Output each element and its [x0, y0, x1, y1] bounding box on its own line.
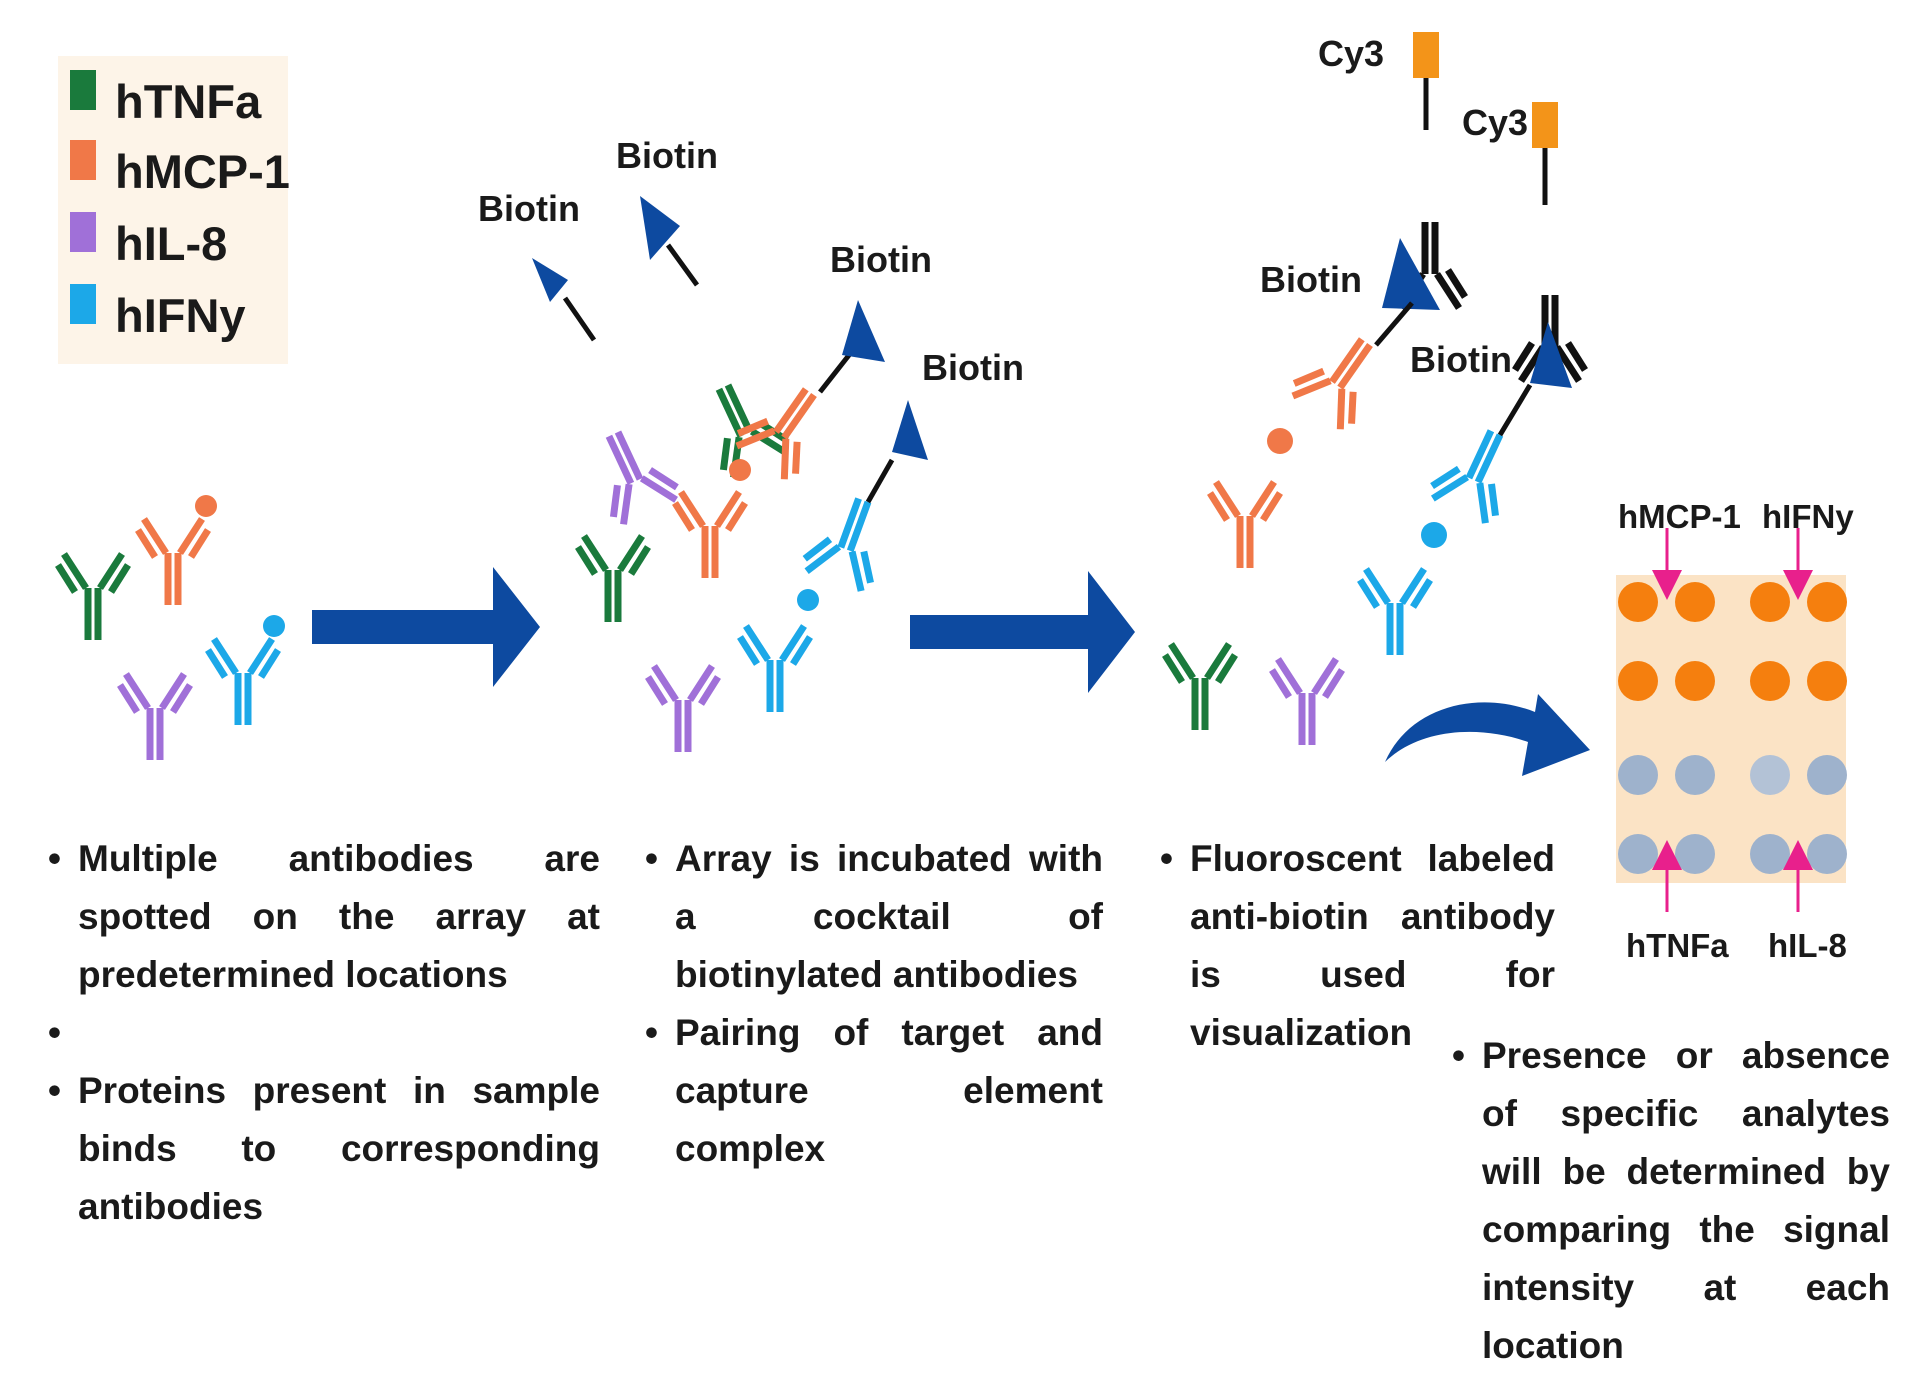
- legend-item-hmcp1: hMCP-1: [70, 140, 290, 198]
- biotin-linker: [818, 348, 855, 394]
- legend-item-htnfa: hTNFa: [70, 70, 262, 128]
- capture-antibody-htnfa: [578, 536, 648, 622]
- array-spot: [1675, 834, 1715, 874]
- bound-protein-hmcp1: [1267, 428, 1293, 454]
- capture-antibody-hmcp1: [138, 519, 208, 605]
- biotin-linker: [1374, 301, 1414, 347]
- biotin-label: Biotin: [478, 188, 580, 229]
- legend-label-htnfa: hTNFa: [115, 75, 262, 128]
- biotinylated-antibody-hil8: [532, 258, 682, 527]
- capture-antibody-hmcp1: [675, 492, 745, 578]
- array-spot: [1807, 834, 1847, 874]
- legend-box: [58, 56, 288, 364]
- biotin-linker: [665, 243, 700, 287]
- curved-arrow-body: [1385, 694, 1590, 776]
- legend-swatch-hmcp1: [70, 140, 96, 180]
- array-spot: [1807, 661, 1847, 701]
- sandwich-hmcp1: [1210, 301, 1414, 568]
- capture-antibody-htnfa: [1165, 644, 1235, 730]
- array-spot: [1750, 755, 1790, 795]
- legend-label-hmcp1: hMCP-1: [115, 145, 290, 198]
- cy3-fluorophore-icon: [1532, 102, 1558, 148]
- capture-antibody-hifny: [208, 639, 278, 725]
- capture-antibody-hil8: [1272, 659, 1342, 745]
- capture-antibody-hil8: [120, 674, 190, 760]
- biotin-tag-icon: [892, 400, 928, 460]
- sandwich-hifny: [1360, 383, 1533, 655]
- bound-protein-hifny: [263, 615, 285, 637]
- cy3-label: Cy3: [1318, 33, 1384, 74]
- array-spot: [1675, 582, 1715, 622]
- curved-arrow: [1385, 694, 1590, 776]
- detection-antibody-hil8: [582, 419, 682, 527]
- biotin-linker: [865, 458, 895, 504]
- stage2-antibodies: [532, 196, 928, 752]
- sandwich-hifny: [740, 400, 928, 712]
- legend-item-hifny: hIFNy: [70, 284, 246, 342]
- array-label-hil8: hIL-8: [1768, 927, 1847, 964]
- biotinylated-antibody-htnfa: [640, 196, 792, 480]
- array-label-hmcp1: hMCP-1: [1618, 498, 1741, 535]
- array-spot: [1750, 661, 1790, 701]
- cy3-label: Cy3: [1462, 102, 1528, 143]
- array-spot: [1675, 755, 1715, 795]
- workflow-diagram: hTNFa hMCP-1 hIL-8 hIFNy: [0, 32, 1854, 964]
- legend-label-hil8: hIL-8: [115, 217, 227, 270]
- capture-antibody-hifny: [1360, 569, 1430, 655]
- antibody-array: hMCP-1 hIFNy hTNFa hIL-8: [1616, 498, 1854, 964]
- legend-label-hifny: hIFNy: [115, 289, 246, 342]
- bound-protein-hifny: [1421, 522, 1447, 548]
- array-spot: [1750, 834, 1790, 874]
- biotin-tag-icon: [640, 196, 680, 260]
- array-label-hifny: hIFNy: [1762, 498, 1854, 535]
- array-spot: [1807, 755, 1847, 795]
- array-spot: [1750, 582, 1790, 622]
- cy3-complex-left: [1382, 32, 1465, 310]
- array-spot: [1618, 755, 1658, 795]
- biotin-tag-icon: [1530, 322, 1572, 388]
- legend-item-hil8: hIL-8: [70, 212, 227, 270]
- capture-antibody-hifny: [740, 626, 810, 712]
- biotin-tag-icon: [842, 300, 885, 362]
- capture-antibody-hmcp1: [1210, 482, 1280, 568]
- spot-row-htnfa-hil8: [1618, 755, 1847, 874]
- stage3-antibodies: [1165, 32, 1585, 745]
- biotin-label: Biotin: [616, 135, 718, 176]
- array-spot: [1618, 661, 1658, 701]
- biotin-label: Biotin: [830, 239, 932, 280]
- spot-row-hmcp1-hifny: [1618, 582, 1847, 701]
- array-label-htnfa: hTNFa: [1626, 927, 1729, 964]
- biotin-linker: [562, 296, 597, 342]
- arrow-step2-to-step3: [910, 571, 1135, 693]
- array-background: [1616, 575, 1846, 883]
- bound-protein-hmcp1: [729, 459, 751, 481]
- array-spot: [1618, 834, 1658, 874]
- bound-protein-hifny: [797, 589, 819, 611]
- biotin-label: Biotin: [1410, 339, 1512, 380]
- legend-swatch-hil8: [70, 212, 96, 252]
- cy3-complex-right: [1515, 102, 1585, 388]
- biotin-tag-icon: [532, 258, 568, 302]
- legend-swatch-htnfa: [70, 70, 96, 110]
- cy3-fluorophore-icon: [1413, 32, 1439, 78]
- array-spot: [1618, 582, 1658, 622]
- capture-antibody-htnfa: [58, 554, 128, 640]
- biotin-linker: [1497, 383, 1533, 437]
- sandwich-hmcp1: [675, 300, 885, 578]
- detection-antibody-hifny: [1427, 418, 1527, 526]
- biotin-label: Biotin: [1260, 259, 1362, 300]
- biotin-label: Biotin: [922, 347, 1024, 388]
- array-spot: [1807, 582, 1847, 622]
- biotin-tag-icon: [1382, 238, 1440, 310]
- detection-antibody-hifny: [801, 488, 896, 593]
- arrow-step1-to-step2: [312, 567, 540, 687]
- array-spot: [1675, 661, 1715, 701]
- bound-protein-hmcp1: [195, 495, 217, 517]
- legend-swatch-hifny: [70, 284, 96, 324]
- stage1-antibodies: [58, 495, 285, 760]
- capture-antibody-hil8: [648, 666, 718, 752]
